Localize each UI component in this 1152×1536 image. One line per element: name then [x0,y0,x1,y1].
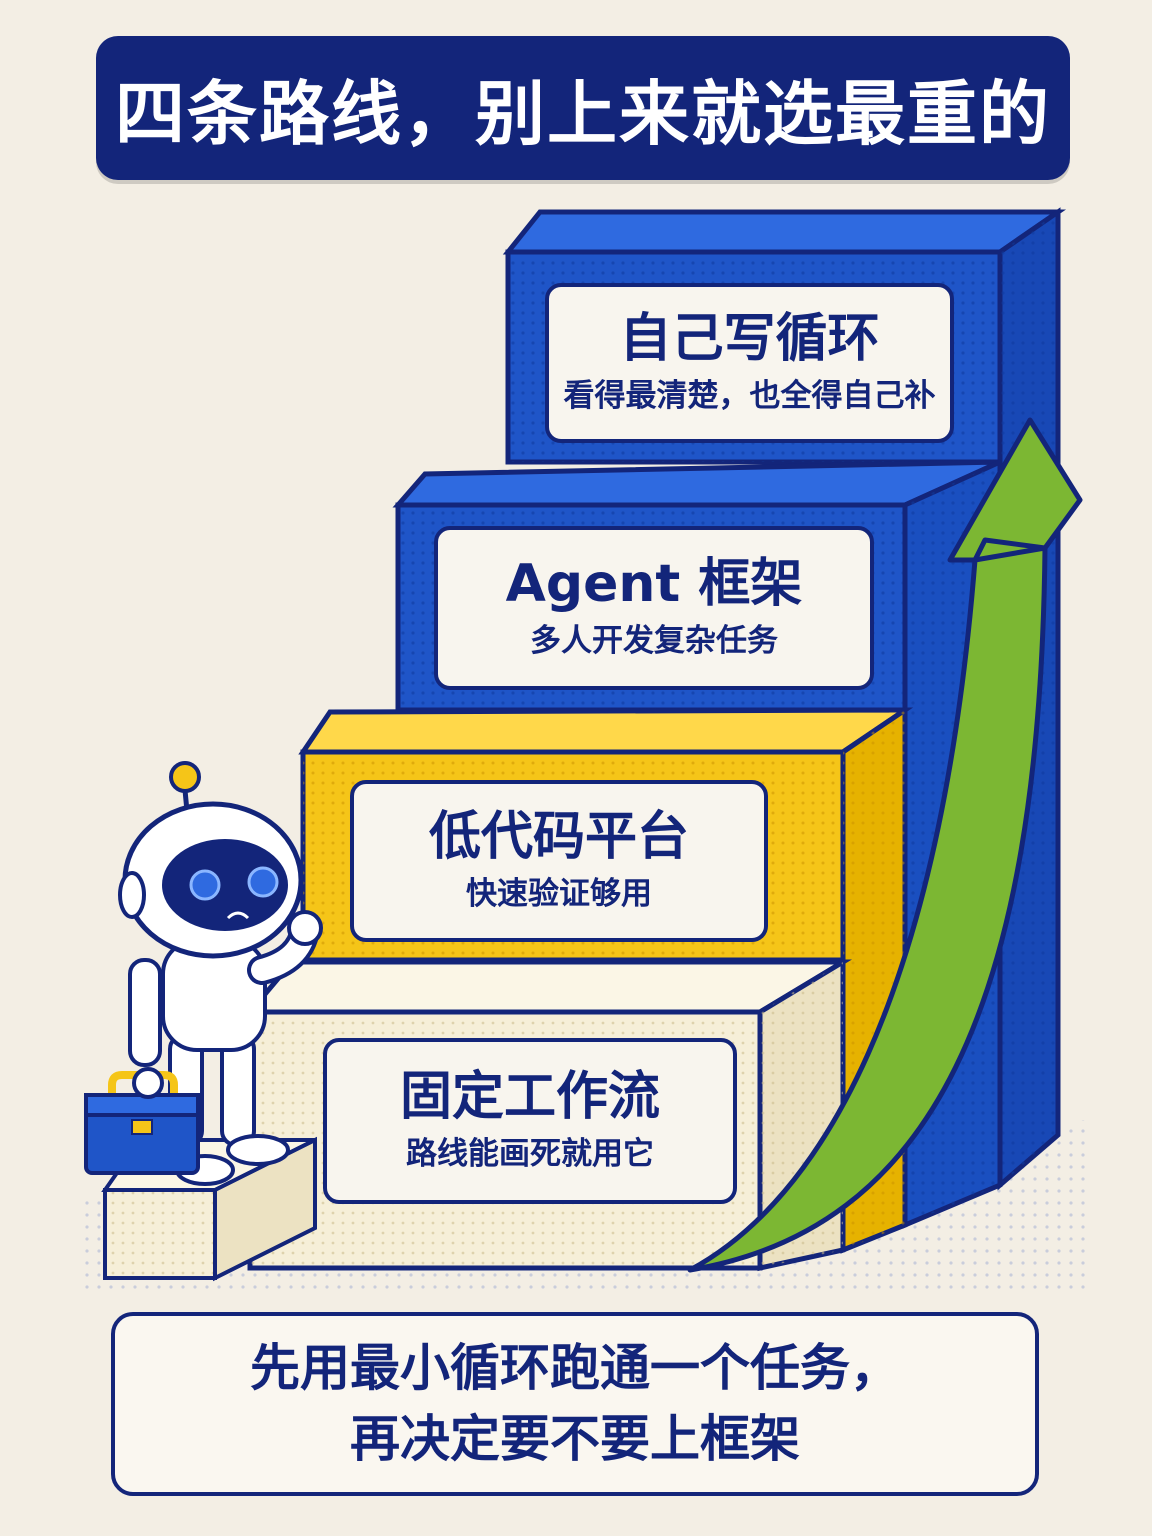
step-4-desc: 看得最清楚，也全得自己补 [563,377,936,414]
page-title: 四条路线，别上来就选最重的 [115,72,1051,155]
step-1-title: 固定工作流 [399,1066,660,1127]
step-3-desc: 多人开发复杂任务 [530,622,778,659]
step-2-desc: 快速验证够用 [466,875,652,912]
step-label-3: Agent 框架 多人开发复杂任务 [434,526,874,690]
step-2-title: 低代码平台 [428,806,689,867]
step-3-title: Agent 框架 [505,553,803,614]
robot-mascot [118,761,323,1186]
step-4-title: 自己写循环 [619,308,880,369]
step-label-2: 低代码平台 快速验证够用 [350,780,768,942]
step-1-desc: 路线能画死就用它 [406,1135,654,1172]
title-banner: 四条路线，别上来就选最重的 [96,36,1070,180]
growth-arrow [687,417,1083,1273]
footer-line-2: 再决定要不要上框架 [350,1410,800,1468]
step-label-4: 自己写循环 看得最清楚，也全得自己补 [545,283,954,443]
toolbox-icon [84,1067,200,1175]
footer-line-1: 先用最小循环跑通一个任务， [250,1339,900,1397]
footer-note: 先用最小循环跑通一个任务， 再决定要不要上框架 [111,1312,1039,1496]
step-label-1: 固定工作流 路线能画死就用它 [323,1038,737,1204]
